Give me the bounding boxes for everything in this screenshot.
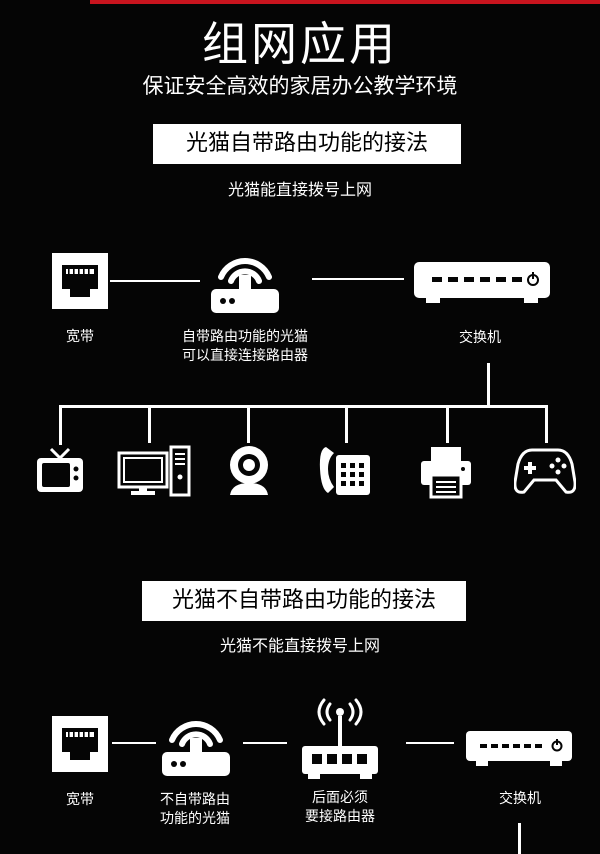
router-label-line2: 要接路由器 <box>305 809 375 825</box>
trunk-line <box>518 823 521 854</box>
telephone-icon <box>318 443 372 497</box>
broadband-label-2: 宽带 <box>66 792 94 808</box>
trunk-line <box>487 363 490 407</box>
modem-label-line2-2: 功能的光猫 <box>160 811 230 827</box>
link-line <box>243 742 287 744</box>
broadband-label: 宽带 <box>66 329 94 345</box>
gamepad-icon <box>514 446 576 496</box>
drop-line <box>446 405 449 443</box>
switch-icon <box>414 262 550 304</box>
switch-label-2: 交换机 <box>499 791 541 807</box>
link-line <box>112 742 156 744</box>
printer-icon <box>419 445 473 499</box>
modem-label-line2: 可以直接连接路由器 <box>182 348 308 364</box>
section2-desc: 光猫不能直接拨号上网 <box>219 636 380 655</box>
section1-title: 光猫自带路由功能的接法 <box>153 124 461 164</box>
switch-label: 交换机 <box>459 330 501 346</box>
tv-icon <box>35 445 85 495</box>
page-subtitle: 保证安全高效的家居办公教学环境 <box>142 74 458 98</box>
drop-line <box>247 405 250 443</box>
link-line <box>110 280 200 282</box>
section2-title: 光猫不自带路由功能的接法 <box>142 581 466 621</box>
drop-line <box>345 405 348 443</box>
modem-label-line1-2: 不自带路由 <box>160 792 230 808</box>
wifi-modem-icon <box>209 245 281 317</box>
router-icon <box>300 698 380 780</box>
top-accent-line <box>90 0 600 4</box>
link-line <box>312 278 404 280</box>
router-label-line1: 后面必须 <box>312 790 368 806</box>
modem-label-line1: 自带路由功能的光猫 <box>182 329 308 345</box>
wifi-modem-icon <box>160 708 232 780</box>
ethernet-port-icon <box>52 253 108 309</box>
drop-line <box>59 405 62 445</box>
ethernet-port-icon <box>52 716 108 772</box>
drop-line <box>545 405 548 443</box>
desktop-computer-icon <box>117 445 193 497</box>
section1-desc: 光猫能直接拨号上网 <box>227 180 372 199</box>
page-title: 组网应用 <box>202 17 398 71</box>
bus-line <box>59 405 548 408</box>
webcam-icon <box>222 443 276 497</box>
drop-line <box>148 405 151 443</box>
switch-icon <box>466 731 572 767</box>
link-line <box>406 742 454 744</box>
